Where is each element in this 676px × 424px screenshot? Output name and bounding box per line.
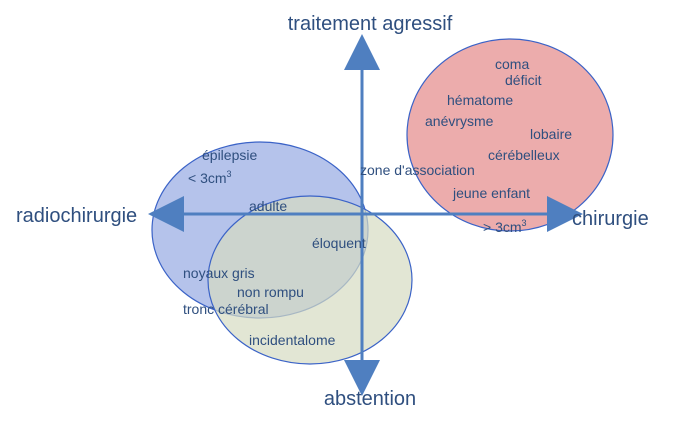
term-cerebelleux: cérébelleux — [488, 147, 560, 163]
axis-label-right: chirurgie — [572, 208, 649, 230]
term-deficit: déficit — [505, 72, 542, 88]
term-volume-large: > 3cm3 — [483, 218, 527, 235]
term-lobaire: lobaire — [530, 126, 572, 142]
term-volume-small: < 3cm3 — [188, 169, 232, 186]
term-non-rompu: non rompu — [237, 284, 304, 300]
term-noyaux-gris: noyaux gris — [183, 265, 255, 281]
term-incidentalome: incidentalome — [249, 332, 336, 348]
axis-label-bottom: abstention — [324, 388, 416, 410]
axis-label-left: radiochirurgie — [16, 205, 137, 227]
axis-label-top: traitement agressif — [288, 13, 453, 35]
term-jeune-enfant: jeune enfant — [452, 185, 530, 201]
term-coma: coma — [495, 56, 529, 72]
term-anevrysme: anévrysme — [425, 113, 494, 129]
term-tronc-cerebral: tronc cérébral — [183, 301, 269, 317]
term-epilepsie: épilepsie — [202, 147, 257, 163]
term-eloquent: éloquent — [312, 235, 366, 251]
term-zone-association: zone d'association — [360, 162, 475, 178]
term-hematome: hématome — [447, 92, 513, 108]
term-adulte: adulte — [249, 198, 287, 214]
